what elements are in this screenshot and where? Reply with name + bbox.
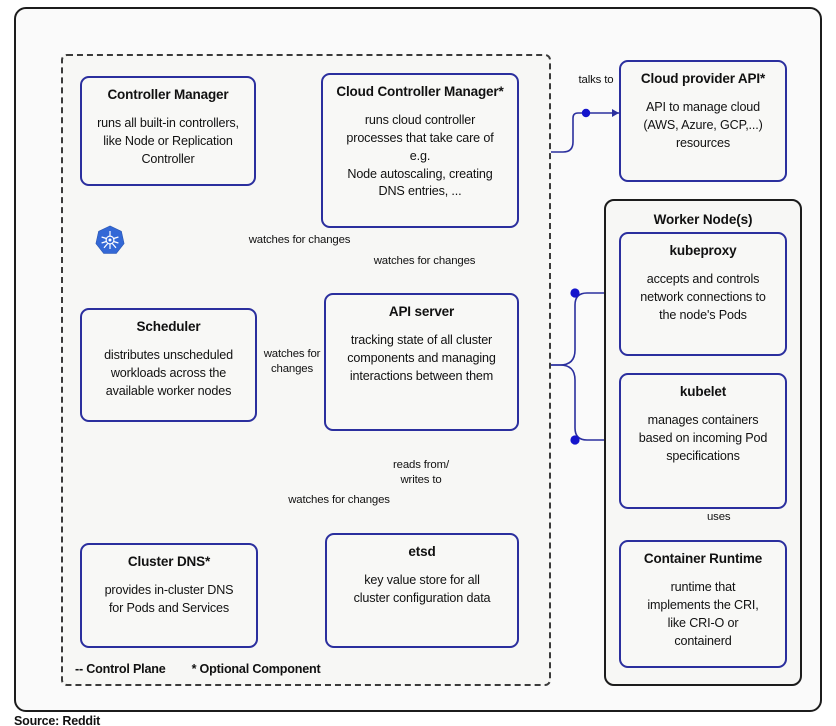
legend-optional-component: * Optional Component bbox=[191, 662, 321, 676]
node-title: Cloud provider API* bbox=[640, 71, 766, 86]
node-title: Controller Manager bbox=[107, 87, 229, 102]
kubernetes-logo-icon bbox=[95, 225, 125, 255]
node-controller-manager[interactable]: Controller Manager runs all built-in con… bbox=[80, 76, 256, 186]
node-description: runtime that implements the CRI, like CR… bbox=[647, 579, 759, 648]
edge-label-scheduler-to-api: watches for changes bbox=[263, 348, 321, 375]
worker-node-title: Worker Node(s) bbox=[653, 212, 753, 227]
node-title: kubelet bbox=[679, 384, 727, 399]
edge-label-talks-to: talks to bbox=[578, 74, 614, 86]
node-description: runs cloud controller processes that tak… bbox=[346, 112, 494, 199]
edge-label-controller-to-api: watches for changes bbox=[248, 234, 351, 246]
node-title: Scheduler bbox=[136, 319, 201, 334]
legend-control-plane: -- Control Plane bbox=[75, 662, 166, 676]
node-etcd[interactable]: etsd key value store for all cluster con… bbox=[325, 533, 519, 648]
node-description: tracking state of all cluster components… bbox=[347, 332, 496, 383]
node-description: runs all built-in controllers, like Node… bbox=[97, 115, 239, 166]
legend: -- Control Plane * Optional Component bbox=[75, 662, 321, 676]
node-kubelet[interactable]: kubelet manages containers based on inco… bbox=[619, 373, 787, 509]
node-description: distributes unscheduled workloads across… bbox=[104, 347, 233, 398]
edge-label-api-to-etcd: reads from/ writes to bbox=[393, 459, 449, 486]
node-title: API server bbox=[388, 304, 455, 319]
node-kubeproxy[interactable]: kubeproxy accepts and controls network c… bbox=[619, 232, 787, 356]
node-description: accepts and controls network connections… bbox=[640, 271, 766, 322]
node-description: API to manage cloud (AWS, Azure, GCP,...… bbox=[643, 99, 763, 150]
node-container-runtime[interactable]: Container Runtime runtime that implement… bbox=[619, 540, 787, 668]
node-title: kubeproxy bbox=[669, 243, 737, 258]
node-scheduler[interactable]: Scheduler distributes unscheduled worklo… bbox=[80, 308, 257, 422]
node-description: provides in-cluster DNS for Pods and Ser… bbox=[104, 582, 234, 615]
node-title: etsd bbox=[408, 544, 436, 559]
node-cloud-provider-api[interactable]: Cloud provider API* API to manage cloud … bbox=[619, 60, 787, 182]
node-api-server[interactable]: API server tracking state of all cluster… bbox=[324, 293, 519, 431]
node-title: Container Runtime bbox=[643, 551, 763, 566]
node-description: key value store for all cluster configur… bbox=[353, 572, 491, 605]
node-cloud-controller-manager[interactable]: Cloud Controller Manager* runs cloud con… bbox=[321, 73, 519, 228]
edge-label-kubelet-to-runtime: uses bbox=[707, 511, 731, 523]
node-title: Cluster DNS* bbox=[127, 554, 211, 569]
node-title: Cloud Controller Manager* bbox=[336, 84, 504, 99]
source-caption: Source: Reddit bbox=[14, 714, 101, 726]
node-cluster-dns[interactable]: Cluster DNS* provides in-cluster DNS for… bbox=[80, 543, 258, 648]
edge-label-ccm-to-api: watches for changes bbox=[373, 255, 476, 267]
node-description: manages containers based on incoming Pod… bbox=[638, 412, 768, 463]
edge-label-dns-to-api: watches for changes bbox=[288, 494, 390, 506]
